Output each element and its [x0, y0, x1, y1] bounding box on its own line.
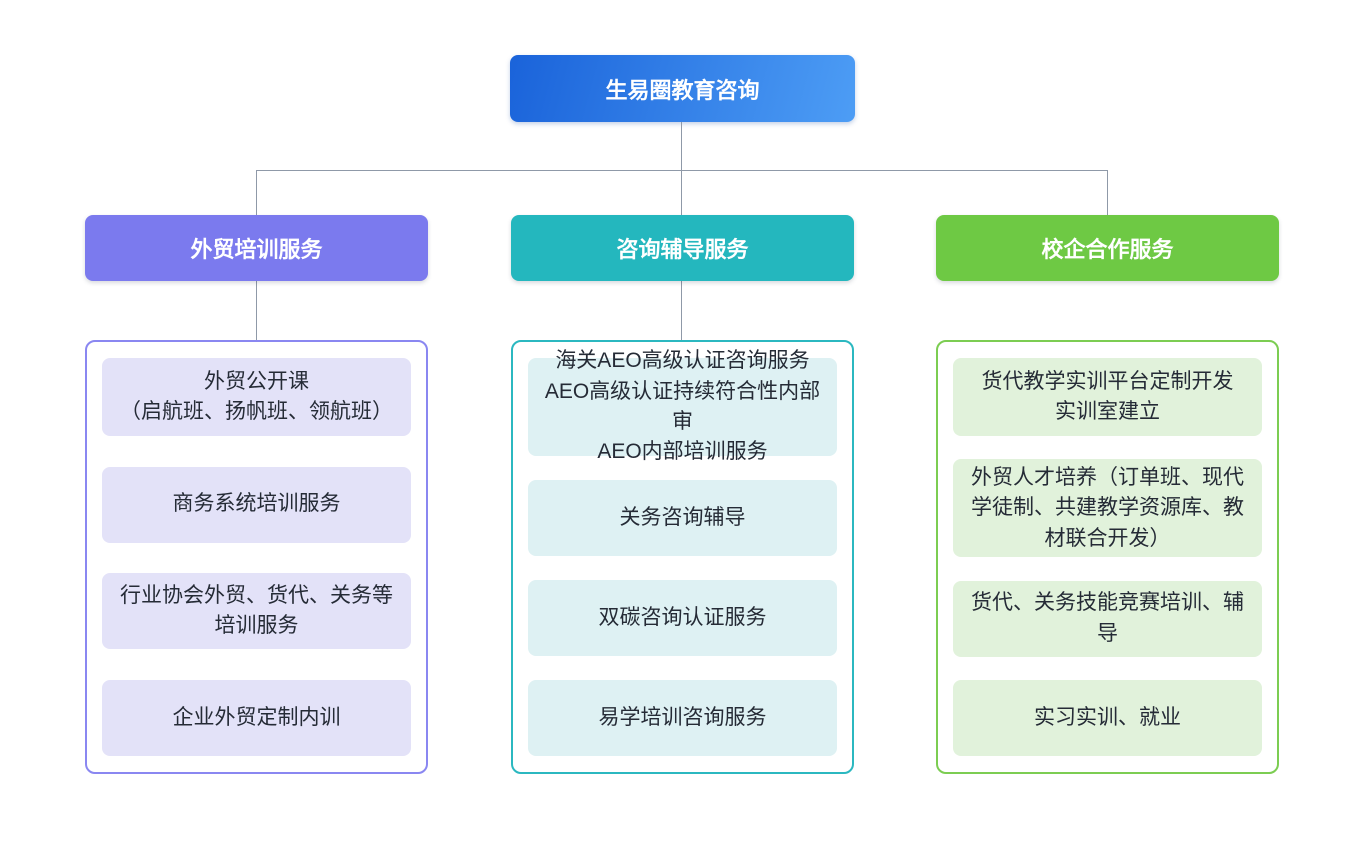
branch-item: 企业外贸定制内训: [102, 679, 411, 756]
branch-item: 行业协会外贸、货代、关务等培训服务: [102, 573, 411, 650]
connector-drop-branch-2: [681, 170, 682, 216]
branch-container-consulting: 海关AEO高级认证咨询服务 AEO高级认证持续符合性内部审 AEO内部培训服务 …: [511, 340, 854, 774]
branch-item: 货代教学实训平台定制开发 实训室建立: [953, 358, 1262, 436]
branch-item: 商务系统培训服务: [102, 466, 411, 543]
branch-item: 货代、关务技能竞赛培训、辅导: [953, 580, 1262, 657]
branch-item: 实习实训、就业: [953, 679, 1262, 756]
connector-root-vertical: [681, 122, 682, 170]
branch-item: 外贸人才培养（订单班、现代学徒制、共建教学资源库、教材联合开发）: [953, 459, 1262, 558]
root-node: 生易圈教育咨询: [510, 55, 855, 122]
branch-container-trade-training: 外贸公开课 （启航班、扬帆班、领航班） 商务系统培训服务 行业协会外贸、货代、关…: [85, 340, 428, 774]
branch-item: 关务咨询辅导: [528, 480, 837, 556]
connector-drop-branch-1: [256, 170, 257, 216]
connector-branch-1-container: [256, 281, 257, 340]
root-node-label: 生易圈教育咨询: [605, 77, 760, 103]
branch-item: 外贸公开课 （启航班、扬帆班、领航班）: [102, 358, 411, 436]
connector-branch-2-container: [681, 281, 682, 340]
connector-drop-branch-3: [1107, 170, 1108, 216]
branch-item: 易学培训咨询服务: [528, 680, 837, 756]
branch-item: 海关AEO高级认证咨询服务 AEO高级认证持续符合性内部审 AEO内部培训服务: [528, 349, 837, 463]
branch-header-label: 校企合作服务: [1041, 237, 1174, 262]
branch-header-label: 咨询辅导服务: [616, 237, 749, 262]
branch-header-trade-training: 外贸培训服务: [85, 215, 428, 281]
branch-item: 双碳咨询认证服务: [528, 580, 837, 656]
branch-header-consulting: 咨询辅导服务: [511, 215, 854, 281]
branch-header-school-enterprise: 校企合作服务: [936, 215, 1279, 281]
branch-header-label: 外贸培训服务: [190, 237, 323, 262]
branch-container-school-enterprise: 货代教学实训平台定制开发 实训室建立 外贸人才培养（订单班、现代学徒制、共建教学…: [936, 340, 1279, 774]
